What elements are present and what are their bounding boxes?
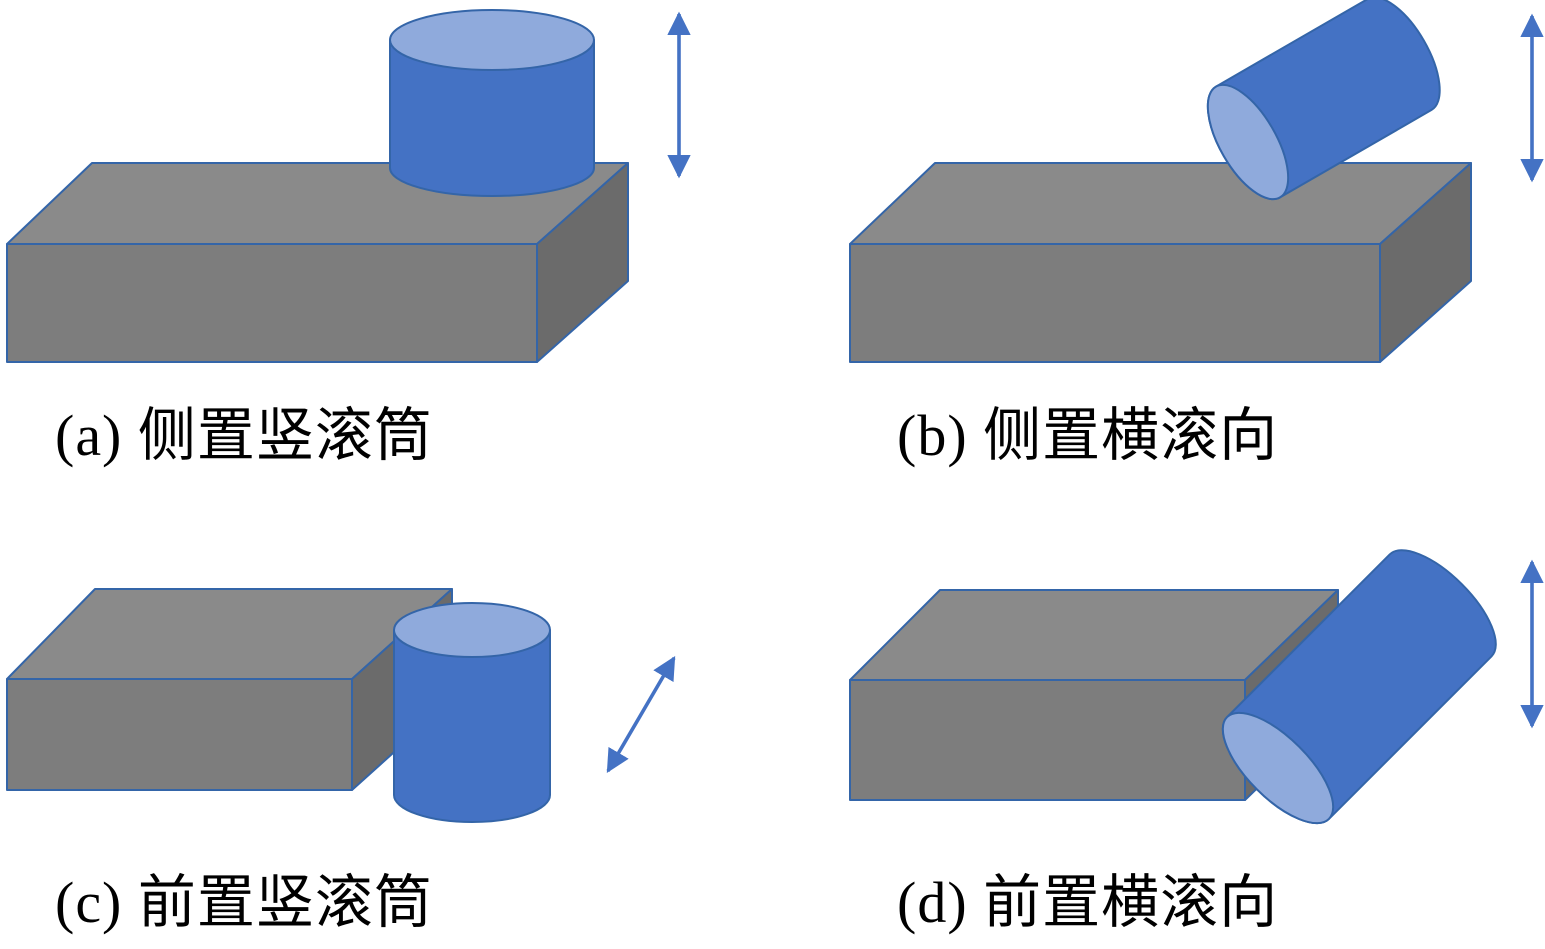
- slab-front-face: [6, 678, 353, 791]
- roller-c: [393, 602, 551, 823]
- panel-d: (d) 前置横滚向: [849, 549, 1544, 935]
- roller-end-face: [1221, 711, 1335, 825]
- roller-a: [389, 9, 595, 197]
- slab-front-face: [849, 243, 1381, 363]
- slab-top-face: [849, 162, 1472, 245]
- panel-b: (b) 侧置横滚向: [849, 0, 1544, 468]
- roller-d: [1221, 549, 1497, 825]
- roller-body: [393, 629, 551, 823]
- roller-body: [389, 39, 595, 197]
- panel-label-b: (b) 侧置横滚向: [897, 403, 1278, 468]
- slab-side-face: [536, 162, 629, 363]
- slab-c: [6, 588, 453, 791]
- roller-end-face: [389, 9, 595, 71]
- roller-b: [1206, 0, 1441, 201]
- slab-b: [849, 162, 1472, 363]
- panel-a: (a) 侧置竖滚筒: [6, 9, 691, 468]
- slab-front-face: [6, 243, 538, 363]
- panel-c: (c) 前置竖滚筒: [6, 588, 676, 935]
- slab-side-face: [1379, 162, 1472, 363]
- panel-label-c: (c) 前置竖滚筒: [55, 870, 433, 935]
- panel-label-a: (a) 侧置竖滚筒: [55, 403, 433, 468]
- motion-arrow-c: [606, 655, 676, 774]
- slab-front-face: [849, 679, 1246, 801]
- panel-label-d: (d) 前置横滚向: [897, 870, 1278, 935]
- roller-end-face: [393, 602, 551, 658]
- roller-end-face: [1206, 83, 1290, 201]
